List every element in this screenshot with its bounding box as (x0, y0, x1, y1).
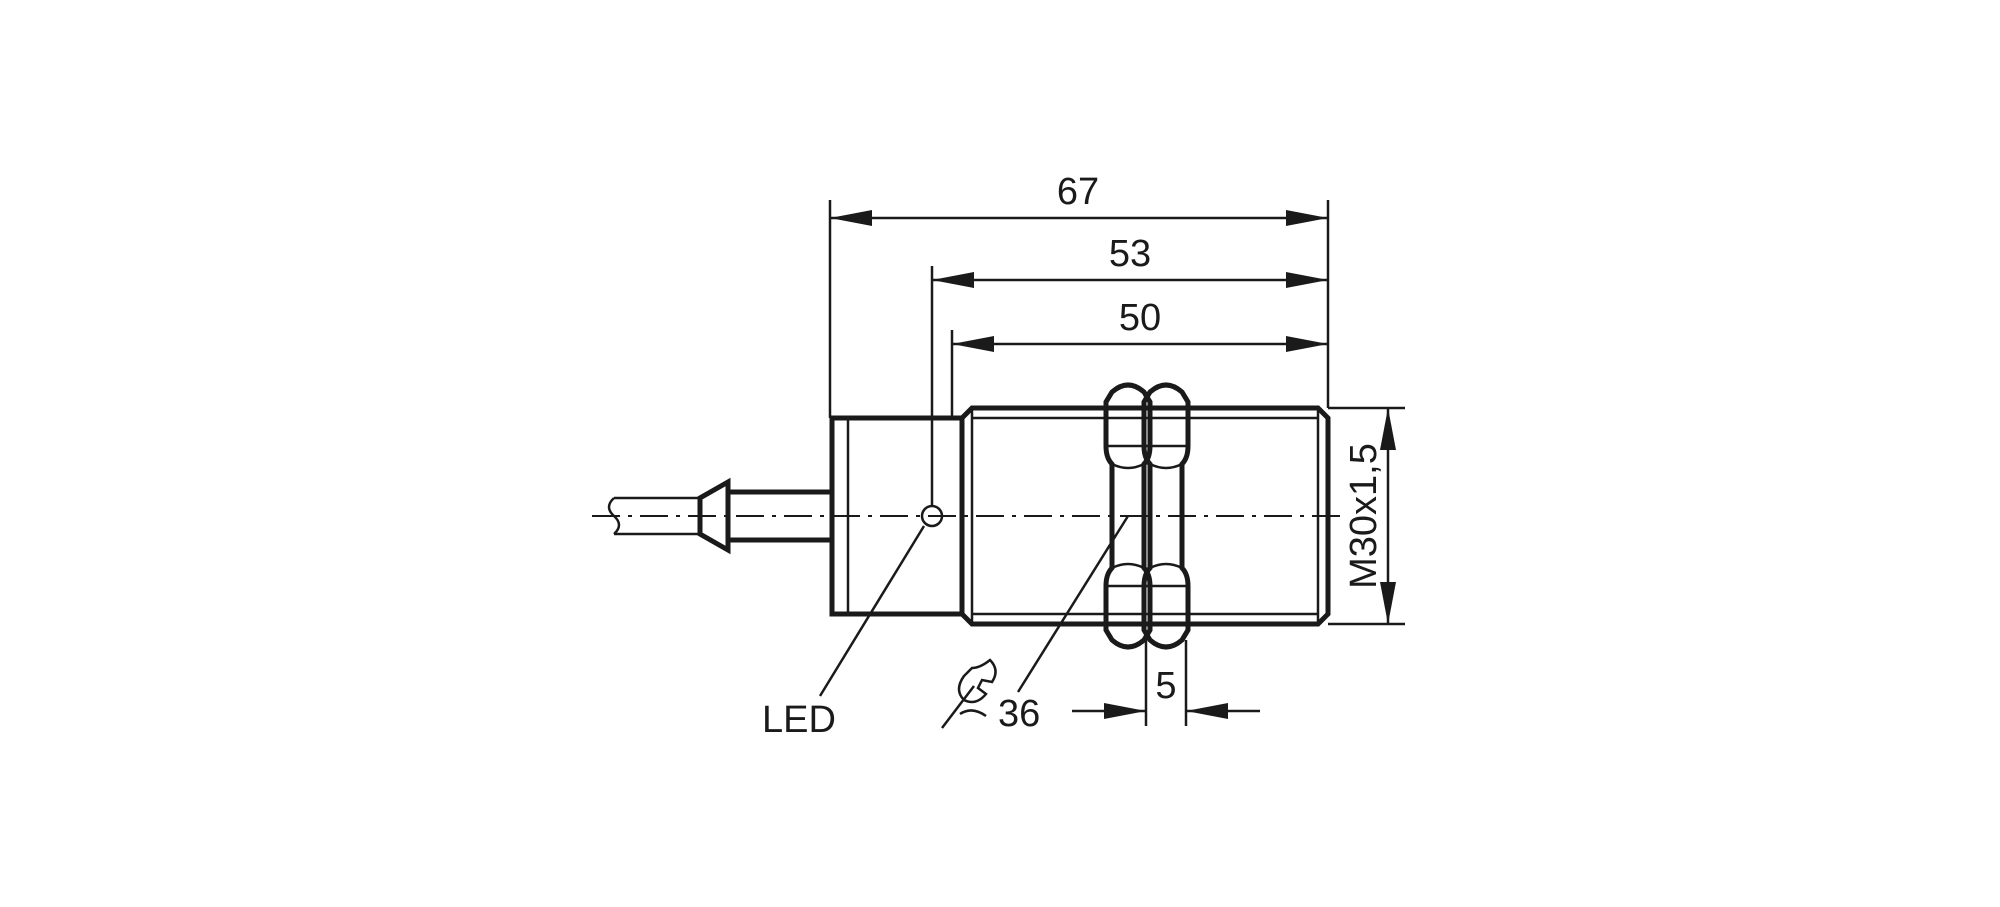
wrench-icon (941, 658, 997, 729)
led-label: LED (762, 699, 836, 741)
dimension-thread-length: 50 (952, 297, 1328, 352)
led-callout: LED (762, 525, 926, 741)
wrench-size-callout: 36 (941, 515, 1130, 735)
length-from-led-value: 53 (1109, 233, 1151, 275)
cable (607, 496, 700, 536)
thread-length-value: 50 (1119, 297, 1161, 339)
dimension-overall-length: 67 (830, 171, 1328, 226)
hex-nut-right (1141, 382, 1191, 650)
thread-size-value: M30x1,5 (1343, 443, 1385, 589)
rear-housing (829, 415, 965, 617)
dimension-length-from-led: 53 (932, 233, 1328, 288)
dimension-nut-width: 5 (1072, 665, 1260, 719)
nut-width-value: 5 (1155, 665, 1176, 707)
cable-gland (697, 477, 832, 555)
threaded-housing (960, 405, 1331, 627)
wrench-size-value: 36 (998, 693, 1040, 735)
overall-length-value: 67 (1057, 171, 1099, 213)
dimension-thread-size: M30x1,5 (1343, 408, 1396, 624)
